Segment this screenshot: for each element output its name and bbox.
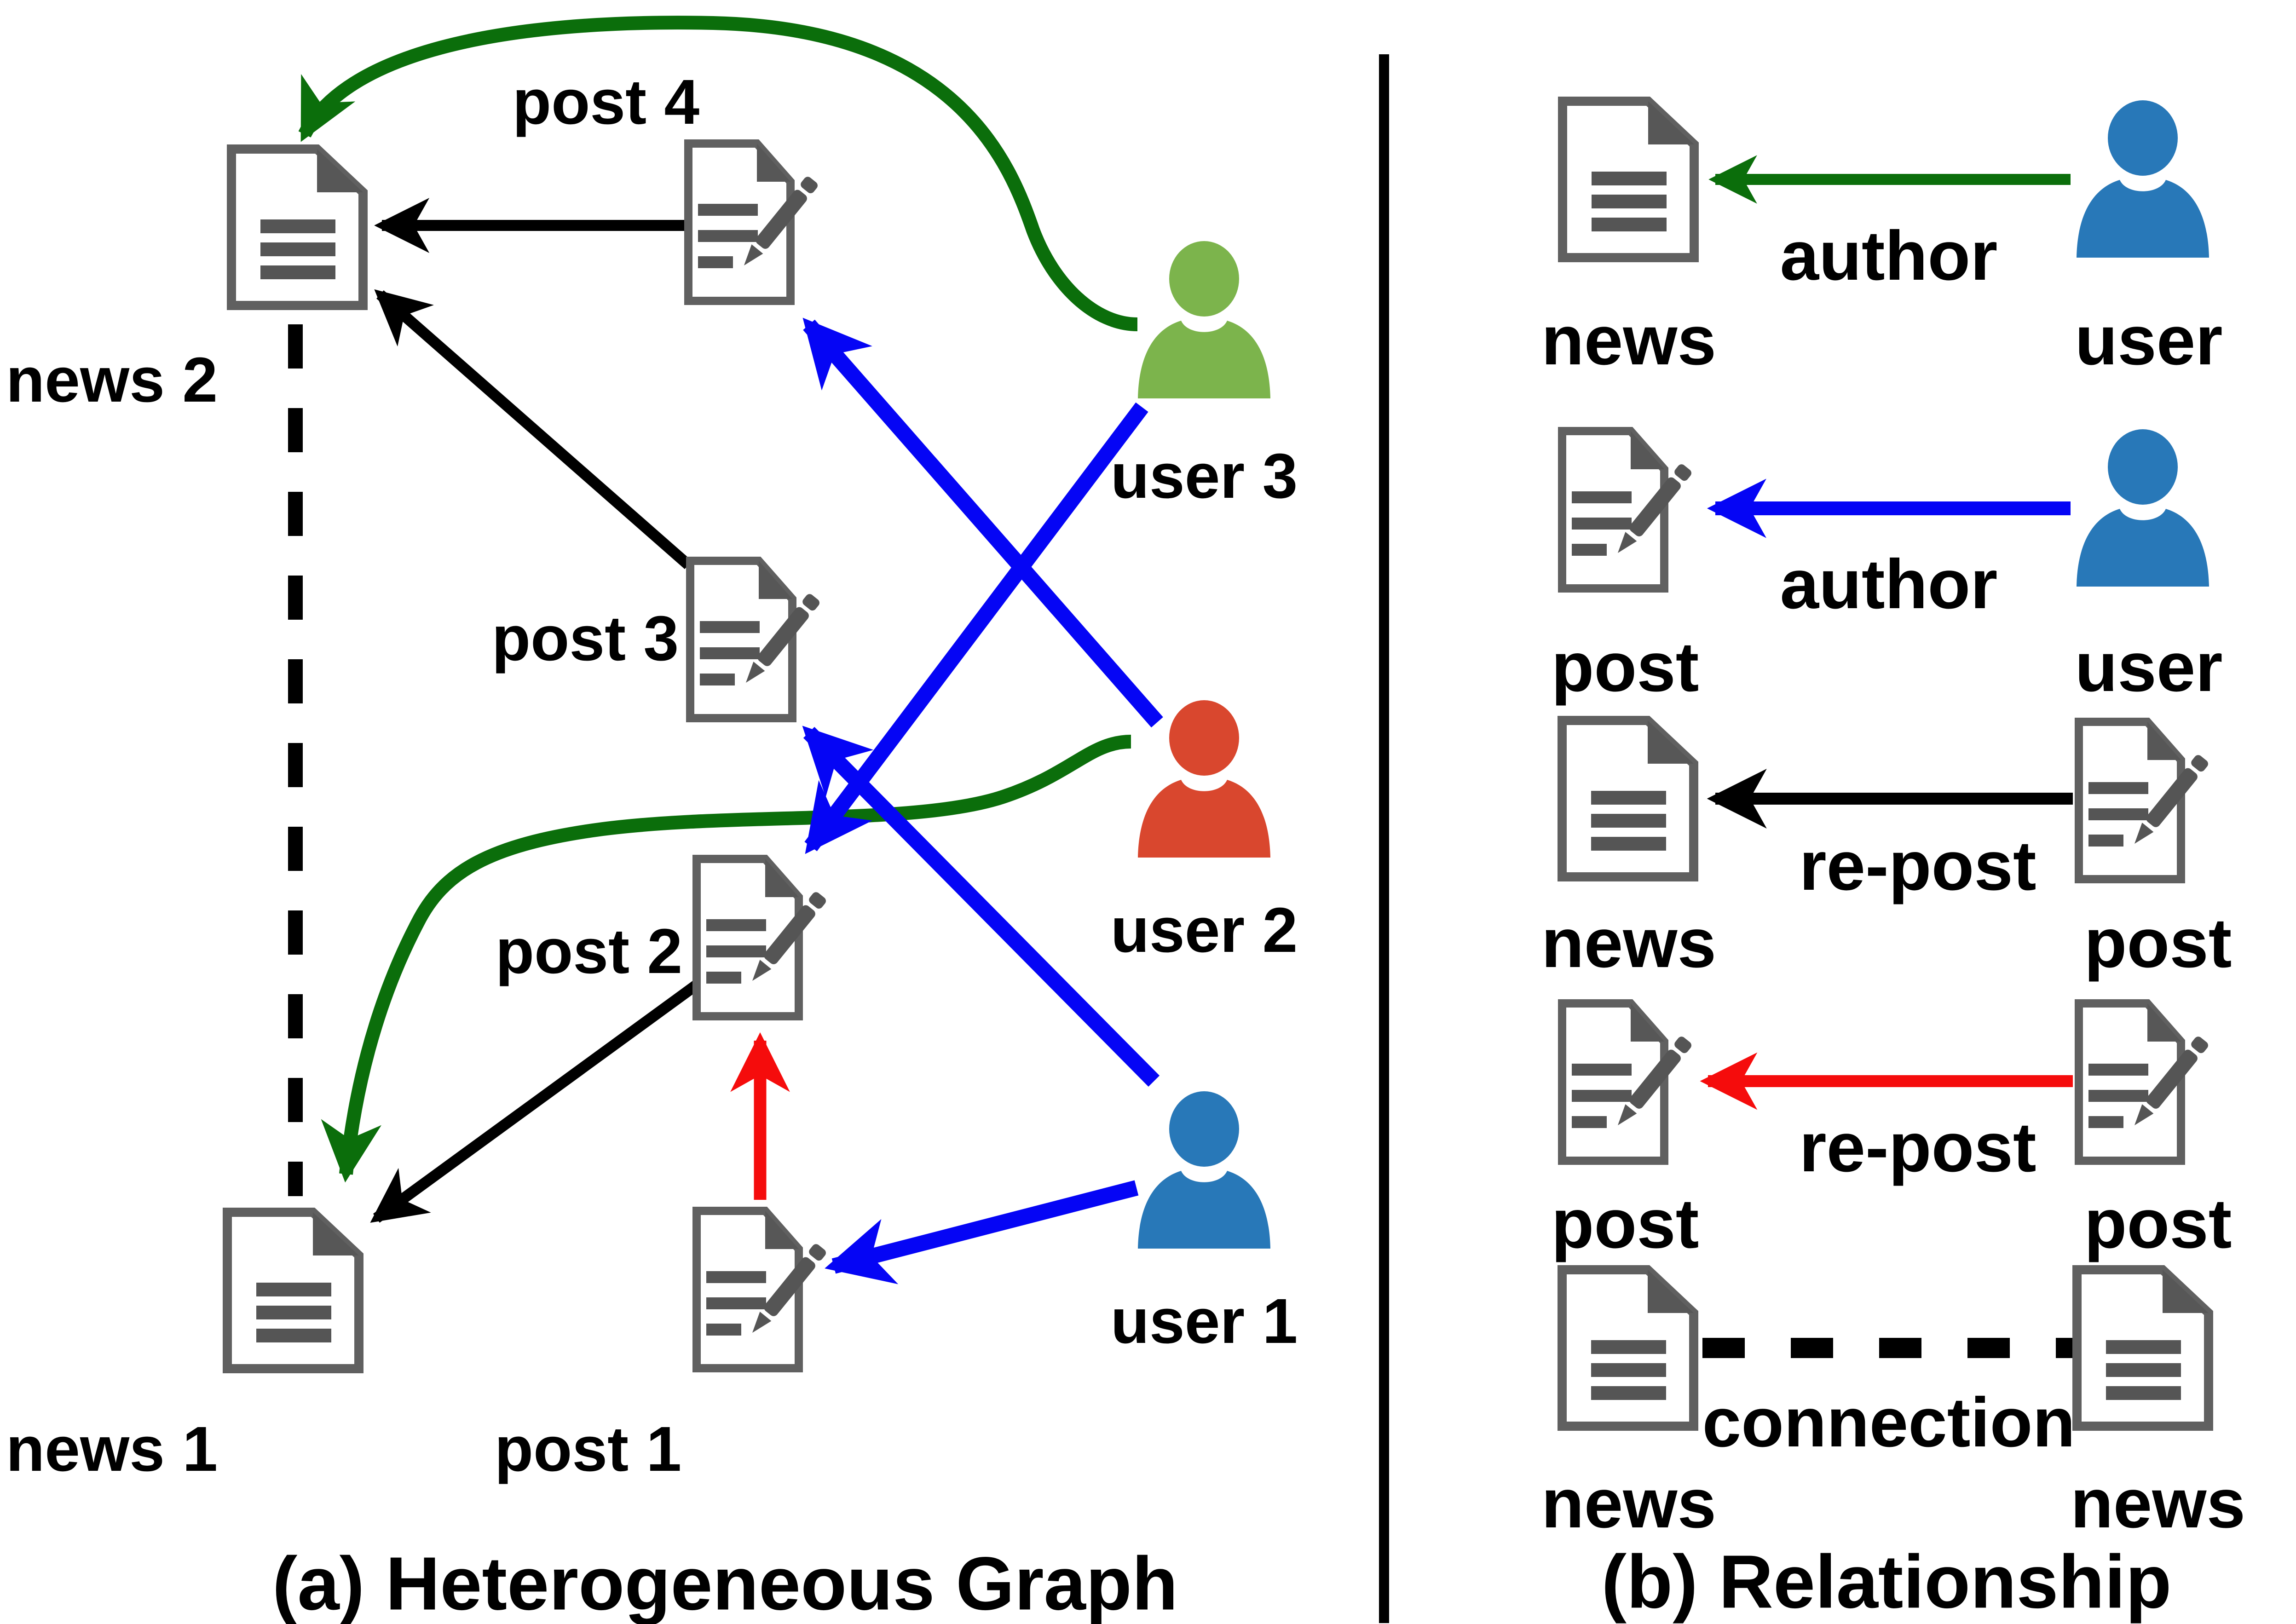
legend-right-label: post xyxy=(2084,904,2232,982)
legend-user-icon-row1 xyxy=(2077,100,2209,258)
legend-relation-label: author xyxy=(1780,217,1998,295)
user1-label: user 1 xyxy=(1111,1286,1298,1357)
legend-post-icon-row4-right xyxy=(2079,1003,2210,1161)
post2-icon xyxy=(697,859,828,1016)
legend-relation-label: re-post xyxy=(1799,1108,2036,1186)
edge-author-user1-post1 xyxy=(825,1180,1139,1284)
legend-news-icon-row3 xyxy=(1562,720,1694,877)
post3-label: post 3 xyxy=(492,603,679,674)
edge-repost-post2-news1 xyxy=(370,981,699,1223)
legend-news-icon-row5-right xyxy=(2077,1270,2209,1426)
user1-icon xyxy=(1138,1091,1270,1249)
panel-a-labels: news 2 post 4 post 3 post 2 post 1 news … xyxy=(6,67,1298,1624)
post4-label: post 4 xyxy=(513,67,700,138)
legend-user-icon-row2 xyxy=(2077,429,2209,587)
legend-left-label: post xyxy=(1552,628,1699,706)
edge-author-user3-news2 xyxy=(298,16,1138,331)
panel-a-caption: (a) Heterogeneous Graph xyxy=(272,1542,1178,1624)
post2-label: post 2 xyxy=(496,916,682,987)
legend-post-icon-row4-left xyxy=(1562,1003,1693,1161)
legend-right-label: user xyxy=(2075,628,2222,706)
legend-right-label: user xyxy=(2075,301,2222,380)
legend-post-icon-row3 xyxy=(2079,722,2210,879)
panel-a-edges xyxy=(288,16,1163,1284)
user2-label: user 2 xyxy=(1111,895,1298,966)
edge-author-user1-post3 xyxy=(802,726,1160,1087)
user3-label: user 3 xyxy=(1111,441,1298,512)
edge-repost-post3-news2 xyxy=(374,289,692,570)
legend-row-repost-news: re-post news post xyxy=(1541,720,2232,982)
legend-relation-label: author xyxy=(1780,545,1998,623)
legend-row-repost-post: re-post post post xyxy=(1552,1003,2232,1263)
legend-post-icon-row2 xyxy=(1562,431,1693,588)
edge-author-user2-news1 xyxy=(321,735,1131,1183)
post1-icon xyxy=(697,1211,828,1368)
legend-news-icon-row5-left xyxy=(1562,1270,1694,1426)
legend-left-label: news xyxy=(1541,1464,1716,1543)
panel-b-caption: (b) Relationship xyxy=(1601,1540,2171,1624)
legend-right-label: post xyxy=(2084,1185,2232,1263)
legend-row-author-news: author news user xyxy=(1541,100,2223,380)
news1-icon xyxy=(227,1212,359,1369)
post3-icon xyxy=(690,561,821,718)
panel-b: author news user author post user re-pos… xyxy=(1541,100,2245,1624)
user2-icon xyxy=(1138,700,1270,858)
legend-left-label: news xyxy=(1541,904,1716,982)
legend-relation-label: connection xyxy=(1702,1383,2076,1462)
legend-right-label: news xyxy=(2071,1464,2245,1543)
news1-label: news 1 xyxy=(6,1414,218,1485)
news2-label: news 2 xyxy=(6,345,218,415)
news2-icon xyxy=(231,149,363,305)
legend-row-author-post: author post user xyxy=(1552,429,2223,706)
legend-left-label: news xyxy=(1541,301,1716,380)
legend-relation-label: re-post xyxy=(1799,827,2036,905)
post4-icon xyxy=(688,144,819,301)
user3-icon xyxy=(1138,241,1270,398)
legend-row-connection: connection news news xyxy=(1541,1270,2245,1543)
edge-author-user2-post4 xyxy=(802,317,1163,728)
legend-news-icon-row1 xyxy=(1563,101,1694,258)
legend-left-label: post xyxy=(1552,1185,1699,1263)
post1-label: post 1 xyxy=(495,1414,681,1485)
